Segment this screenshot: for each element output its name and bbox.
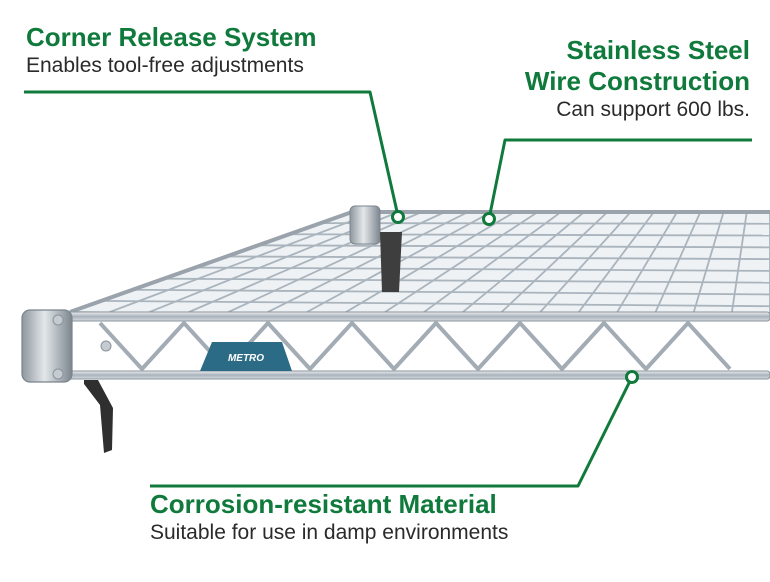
rear-corner-post bbox=[349, 205, 402, 292]
callout-description: Suitable for use in damp environments bbox=[150, 521, 509, 544]
callout-corner-release: Corner Release System Enables tool-free … bbox=[26, 22, 316, 79]
callout-corrosion-resistant: Corrosion-resistant Material Suitable fo… bbox=[150, 489, 508, 546]
callout-title: Corrosion-resistant Material bbox=[150, 489, 497, 519]
callout-leaders bbox=[24, 90, 752, 488]
callout-title-line-1: Stainless Steel bbox=[566, 35, 750, 65]
wire-grid bbox=[70, 212, 770, 318]
callout-stainless-steel: Stainless Steel Wire Construction Can su… bbox=[525, 35, 750, 123]
callout-description: Enables tool-free adjustments bbox=[26, 54, 304, 77]
metro-logo-plate bbox=[200, 342, 292, 371]
front-rail: METRO bbox=[59, 311, 770, 380]
front-corner-post bbox=[21, 309, 113, 453]
callout-title: Corner Release System bbox=[26, 22, 317, 52]
callout-title-line-2: Wire Construction bbox=[524, 66, 750, 96]
callout-markers bbox=[391, 210, 639, 384]
shelf-foot bbox=[84, 380, 113, 453]
metro-logo-text: METRO bbox=[228, 353, 264, 364]
shelf-frame bbox=[69, 210, 770, 314]
callout-description: Can support 600 lbs. bbox=[556, 98, 750, 121]
